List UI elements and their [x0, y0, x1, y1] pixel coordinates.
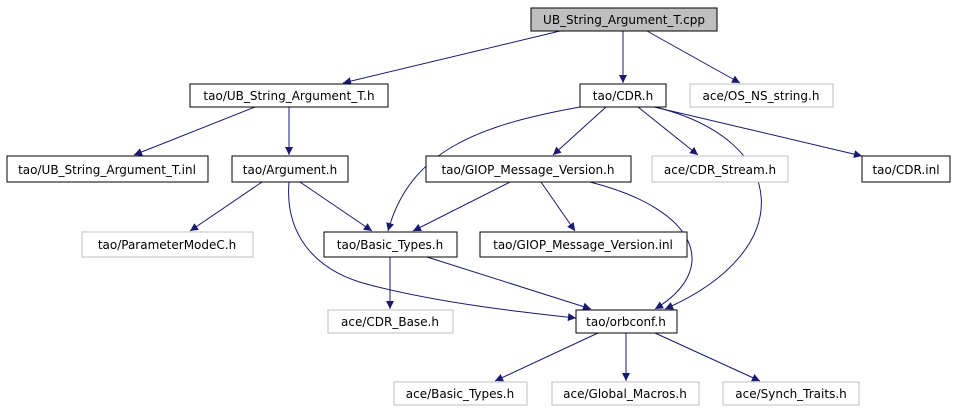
node-label: tao/UB_String_Argument_T.h	[203, 89, 374, 103]
node-ub-string-argument-cpp: UB_String_Argument_T.cpp	[530, 7, 718, 32]
edge-argument-h-to-basic-types-h	[299, 181, 373, 232]
edge-cpp-to-ub-string-argument-h	[342, 30, 561, 86]
node-label: tao/orbconf.h	[586, 315, 666, 329]
node-label: tao/CDR.h	[593, 89, 653, 103]
node-label: tao/UB_String_Argument_T.inl	[18, 163, 196, 177]
node-label: tao/Basic_Types.h	[337, 238, 443, 252]
node-label: tao/GIOP_Message_Version.h	[441, 163, 614, 177]
node-tao-giop-message-version-inl[interactable]: tao/GIOP_Message_Version.inl	[479, 231, 688, 258]
node-tao-ub-string-argument-h[interactable]: tao/UB_String_Argument_T.h	[189, 83, 389, 108]
edge-giop-version-h-to-basic-types-h	[412, 181, 511, 232]
node-label: ace/OS_NS_string.h	[703, 89, 820, 103]
node-label: ace/CDR_Stream.h	[664, 163, 776, 177]
edge-giop-version-h-to-giop-version-inl	[540, 181, 576, 232]
node-label: tao/CDR.inl	[872, 163, 939, 177]
node-ace-basic-types-h: ace/Basic_Types.h	[393, 381, 528, 406]
nodes: UB_String_Argument_T.cpp tao/UB_String_A…	[6, 7, 951, 406]
edge-orbconf-h-to-ace-basic-types-h	[494, 332, 599, 382]
node-ace-global-macros-h: ace/Global_Macros.h	[551, 381, 700, 406]
node-label: tao/GIOP_Message_Version.inl	[493, 238, 673, 252]
edge-argument-h-to-parametermodec-h	[189, 181, 263, 232]
edge-giop-version-h-to-orbconf-h	[589, 181, 693, 310]
node-tao-ub-string-argument-inl[interactable]: tao/UB_String_Argument_T.inl	[6, 155, 209, 183]
node-tao-cdr-h[interactable]: tao/CDR.h	[579, 83, 667, 108]
edge-cdr-h-to-giop-version-h	[552, 106, 607, 156]
node-tao-basic-types-h[interactable]: tao/Basic_Types.h	[323, 231, 458, 258]
node-ace-os-ns-string-h: ace/OS_NS_string.h	[689, 83, 834, 108]
edge-cpp-to-os-ns-string-h	[646, 30, 741, 84]
edge-basic-types-h-to-orbconf-h	[426, 256, 592, 311]
edge-cdr-h-to-basic-types-h	[386, 106, 581, 232]
node-label: ace/Synch_Traits.h	[735, 387, 846, 401]
node-tao-giop-message-version-h[interactable]: tao/GIOP_Message_Version.h	[425, 155, 632, 183]
node-tao-cdr-inl[interactable]: tao/CDR.inl	[861, 155, 951, 183]
edge-orbconf-h-to-synch-traits-h	[654, 332, 761, 382]
node-ace-synch-traits-h: ace/Synch_Traits.h	[722, 381, 860, 406]
node-label: tao/ParameterModeC.h	[98, 238, 236, 252]
edge-cdr-h-to-cdr-inl	[649, 105, 863, 159]
node-label: ace/Global_Macros.h	[563, 387, 687, 401]
node-label: ace/CDR_Base.h	[341, 315, 439, 329]
node-ace-cdr-stream-h: ace/CDR_Stream.h	[651, 155, 789, 183]
node-label: ace/Basic_Types.h	[406, 387, 514, 401]
edge-argument-h-to-orbconf-h	[288, 181, 577, 322]
edge-cdr-h-to-orbconf-h	[654, 106, 762, 310]
node-label: tao/Argument.h	[243, 163, 337, 177]
node-ace-cdr-base-h: ace/CDR_Base.h	[327, 309, 454, 334]
node-tao-orbconf-h[interactable]: tao/orbconf.h	[575, 309, 678, 334]
edge-cdr-h-to-cdr-stream-h	[637, 106, 699, 156]
edges	[133, 30, 863, 382]
node-label: UB_String_Argument_T.cpp	[543, 13, 705, 27]
edge-ub-h-to-ub-inl	[133, 106, 256, 156]
node-tao-parametermodec-h: tao/ParameterModeC.h	[81, 231, 254, 258]
node-tao-argument-h[interactable]: tao/Argument.h	[231, 155, 349, 183]
